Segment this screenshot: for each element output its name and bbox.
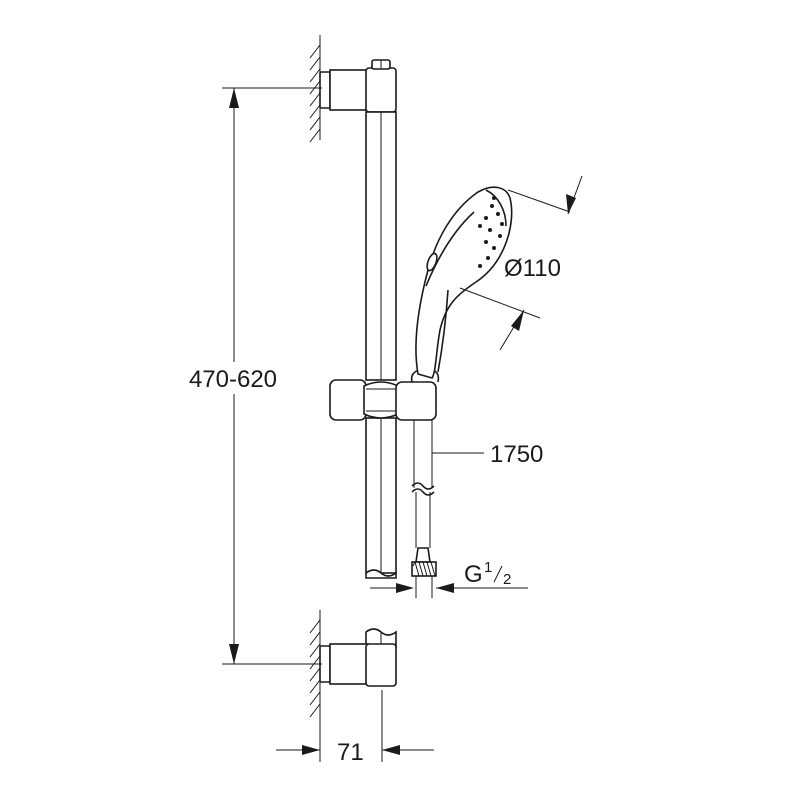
dim-arrow-top: [229, 88, 239, 108]
thread-dimension: G 1 2: [370, 559, 528, 593]
wall-distance-dimension: 71: [276, 690, 434, 766]
threaded-connector: [411, 561, 437, 598]
thread-numerator: 1: [484, 559, 492, 576]
shower-hose: [411, 420, 435, 563]
diameter-dimension: Ø110: [459, 175, 583, 351]
sliding-holder: [329, 369, 440, 421]
bar-height-label: 470-620: [189, 366, 277, 393]
dim-arrow-bottom: [229, 644, 239, 664]
lower-wall: [309, 610, 321, 720]
upper-wall-bracket: [319, 59, 397, 113]
thread-label: G: [464, 561, 483, 588]
lower-wall-bracket: [319, 628, 397, 687]
bar-height-dimension: 470-620: [176, 87, 322, 665]
wall-distance-label: 71: [337, 739, 364, 766]
hose-length-label: 1750: [490, 441, 543, 468]
slide-rail: [365, 111, 397, 579]
diameter-label: Ø110: [504, 255, 561, 282]
spray-nozzles: [478, 196, 504, 268]
hose-length-dimension: 1750: [432, 441, 543, 468]
thread-denominator: 2: [503, 571, 511, 588]
hand-shower: [415, 186, 513, 379]
